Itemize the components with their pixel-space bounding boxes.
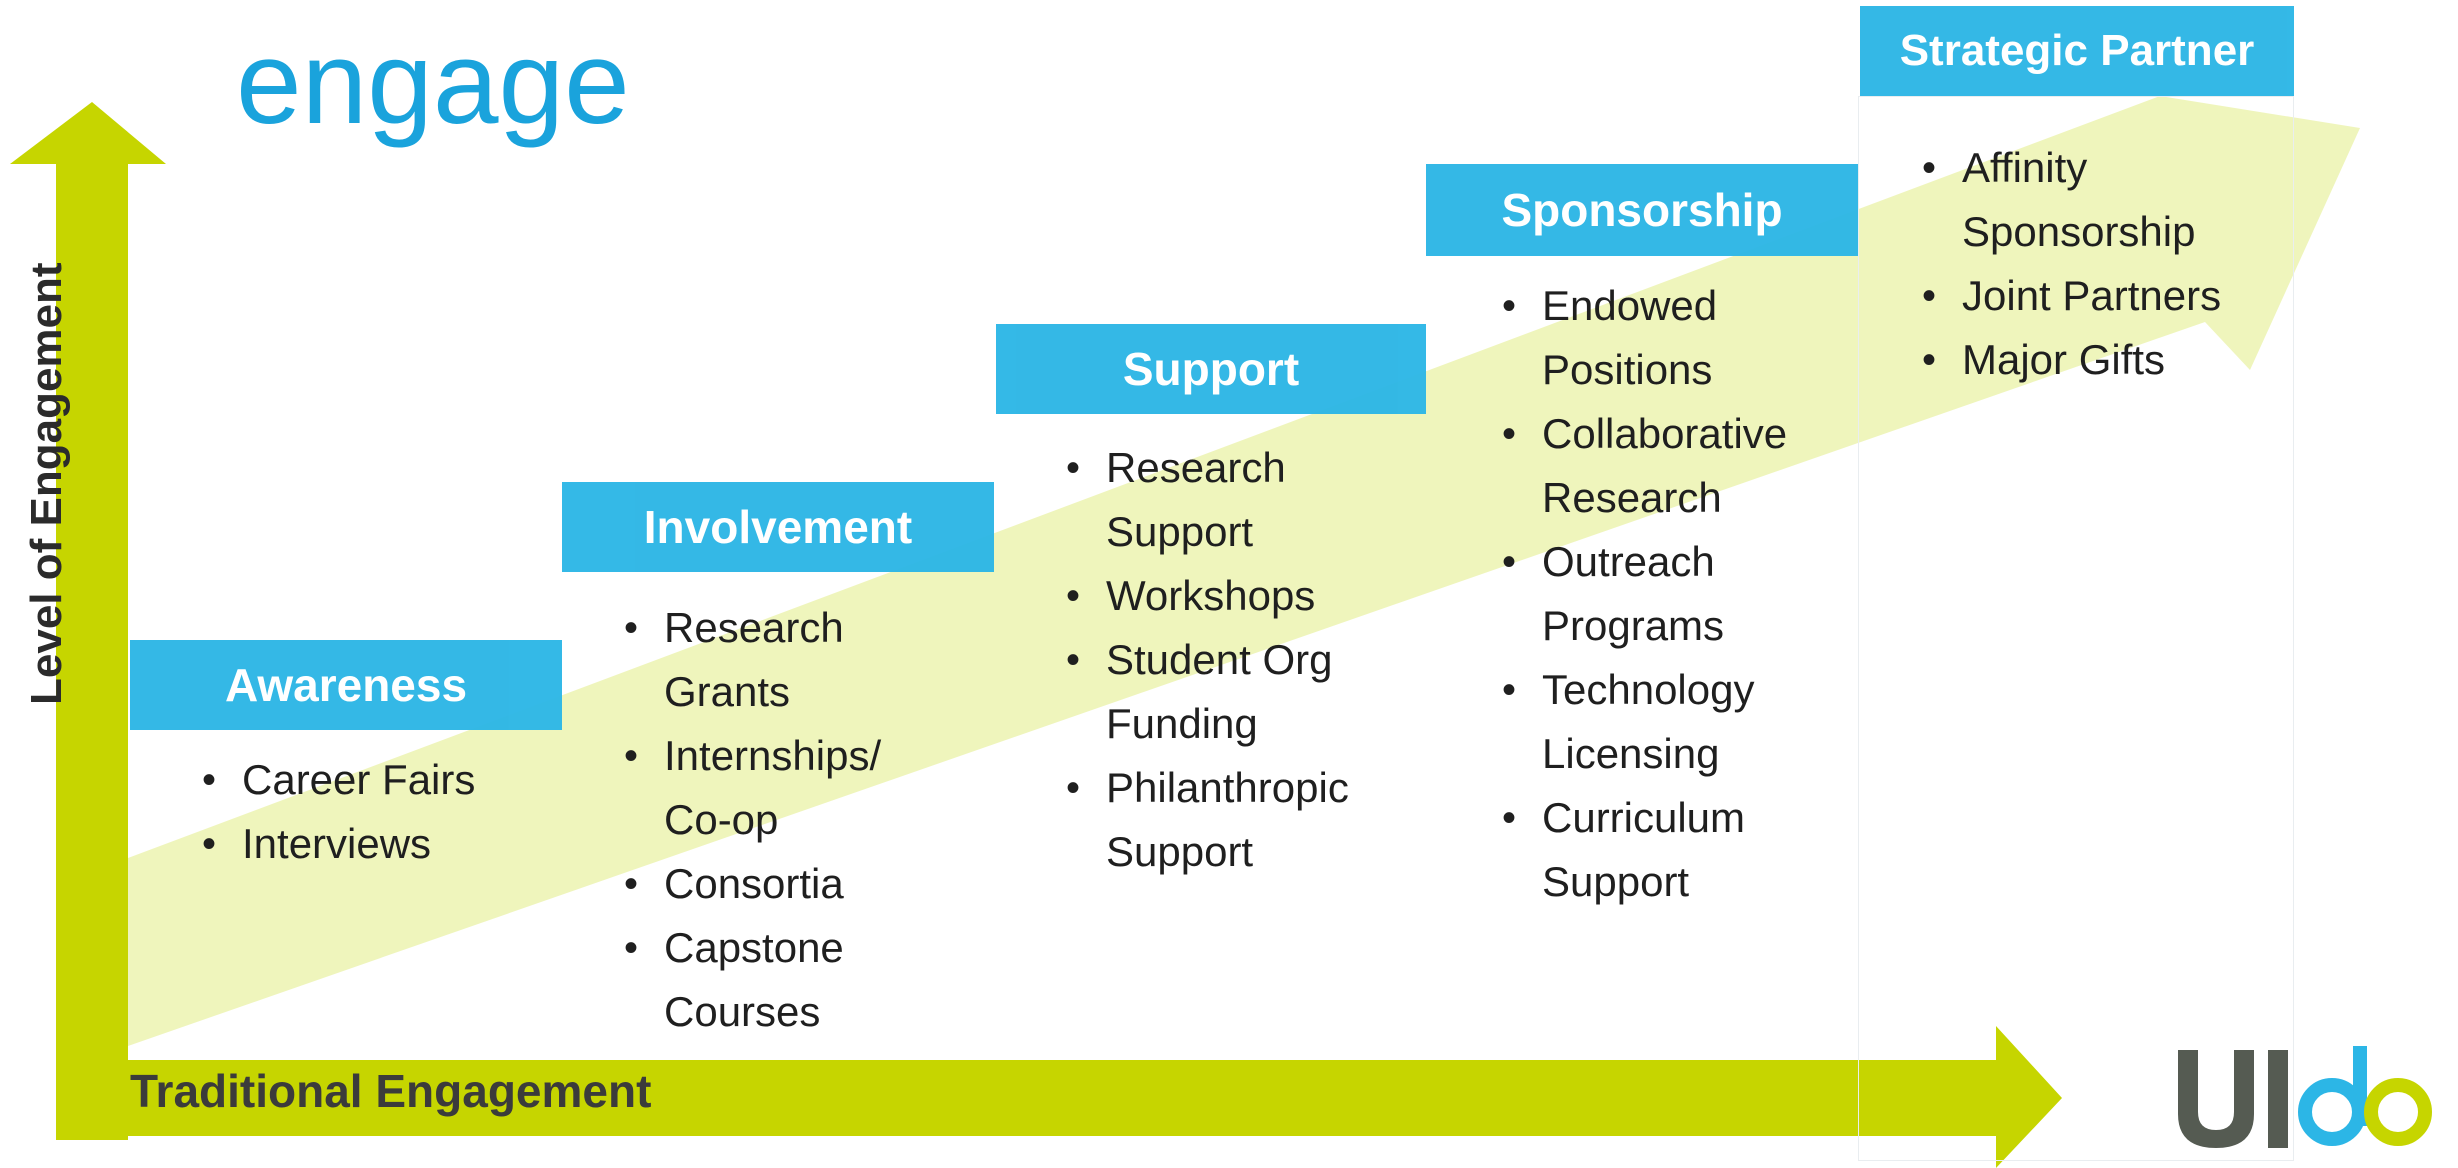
y-axis-shaft bbox=[56, 160, 128, 1140]
stage-header-support: Support bbox=[996, 324, 1426, 414]
stage-list-sponsorship: Endowed Positions Collaborative Research… bbox=[1496, 274, 1846, 914]
y-axis-arrowhead bbox=[10, 102, 166, 164]
stage-header-strategic-partner: Strategic Partner bbox=[1860, 6, 2294, 96]
list-item: Philanthropic Support bbox=[1060, 756, 1400, 884]
list-item: Curriculum Support bbox=[1496, 786, 1846, 914]
y-axis-label: Level of Engagement bbox=[22, 262, 71, 705]
list-item: Student Org Funding bbox=[1060, 628, 1400, 756]
list-item: Major Gifts bbox=[1916, 328, 2236, 392]
list-item: Career Fairs bbox=[196, 748, 576, 812]
stage-list-involvement: Research Grants Internships/ Co-op Conso… bbox=[618, 596, 918, 1044]
uidp-logo bbox=[2178, 1046, 2432, 1148]
x-axis-label: Traditional Engagement bbox=[130, 1065, 652, 1117]
list-item: Internships/ Co-op bbox=[618, 724, 918, 852]
list-item: Joint Partners bbox=[1916, 264, 2236, 328]
list-item: Endowed Positions bbox=[1496, 274, 1846, 402]
stage-list-support: Research Support Workshops Student Org F… bbox=[1060, 436, 1400, 884]
stage-header-involvement: Involvement bbox=[562, 482, 994, 572]
list-item: Outreach Programs bbox=[1496, 530, 1846, 658]
list-item: Technology Licensing bbox=[1496, 658, 1846, 786]
list-item: Consortia bbox=[618, 852, 918, 916]
x-axis-arrowhead bbox=[1996, 1026, 2062, 1168]
stage-header-sponsorship: Sponsorship bbox=[1426, 164, 1858, 256]
list-item: Workshops bbox=[1060, 564, 1400, 628]
list-item: Collaborative Research bbox=[1496, 402, 1846, 530]
stage-list-strategic-partner: Affinity Sponsorship Joint Partners Majo… bbox=[1916, 136, 2236, 392]
page-title: engage bbox=[236, 17, 630, 149]
strategic-partner-panel bbox=[1858, 96, 2294, 1161]
stage-list-awareness: Career Fairs Interviews bbox=[196, 748, 576, 876]
list-item: Capstone Courses bbox=[618, 916, 918, 1044]
list-item: Affinity Sponsorship bbox=[1916, 136, 2236, 264]
x-axis-shaft bbox=[56, 1060, 2000, 1136]
list-item: Interviews bbox=[196, 812, 576, 876]
list-item: Research Support bbox=[1060, 436, 1400, 564]
stage-header-awareness: Awareness bbox=[130, 640, 562, 730]
list-item: Research Grants bbox=[618, 596, 918, 724]
